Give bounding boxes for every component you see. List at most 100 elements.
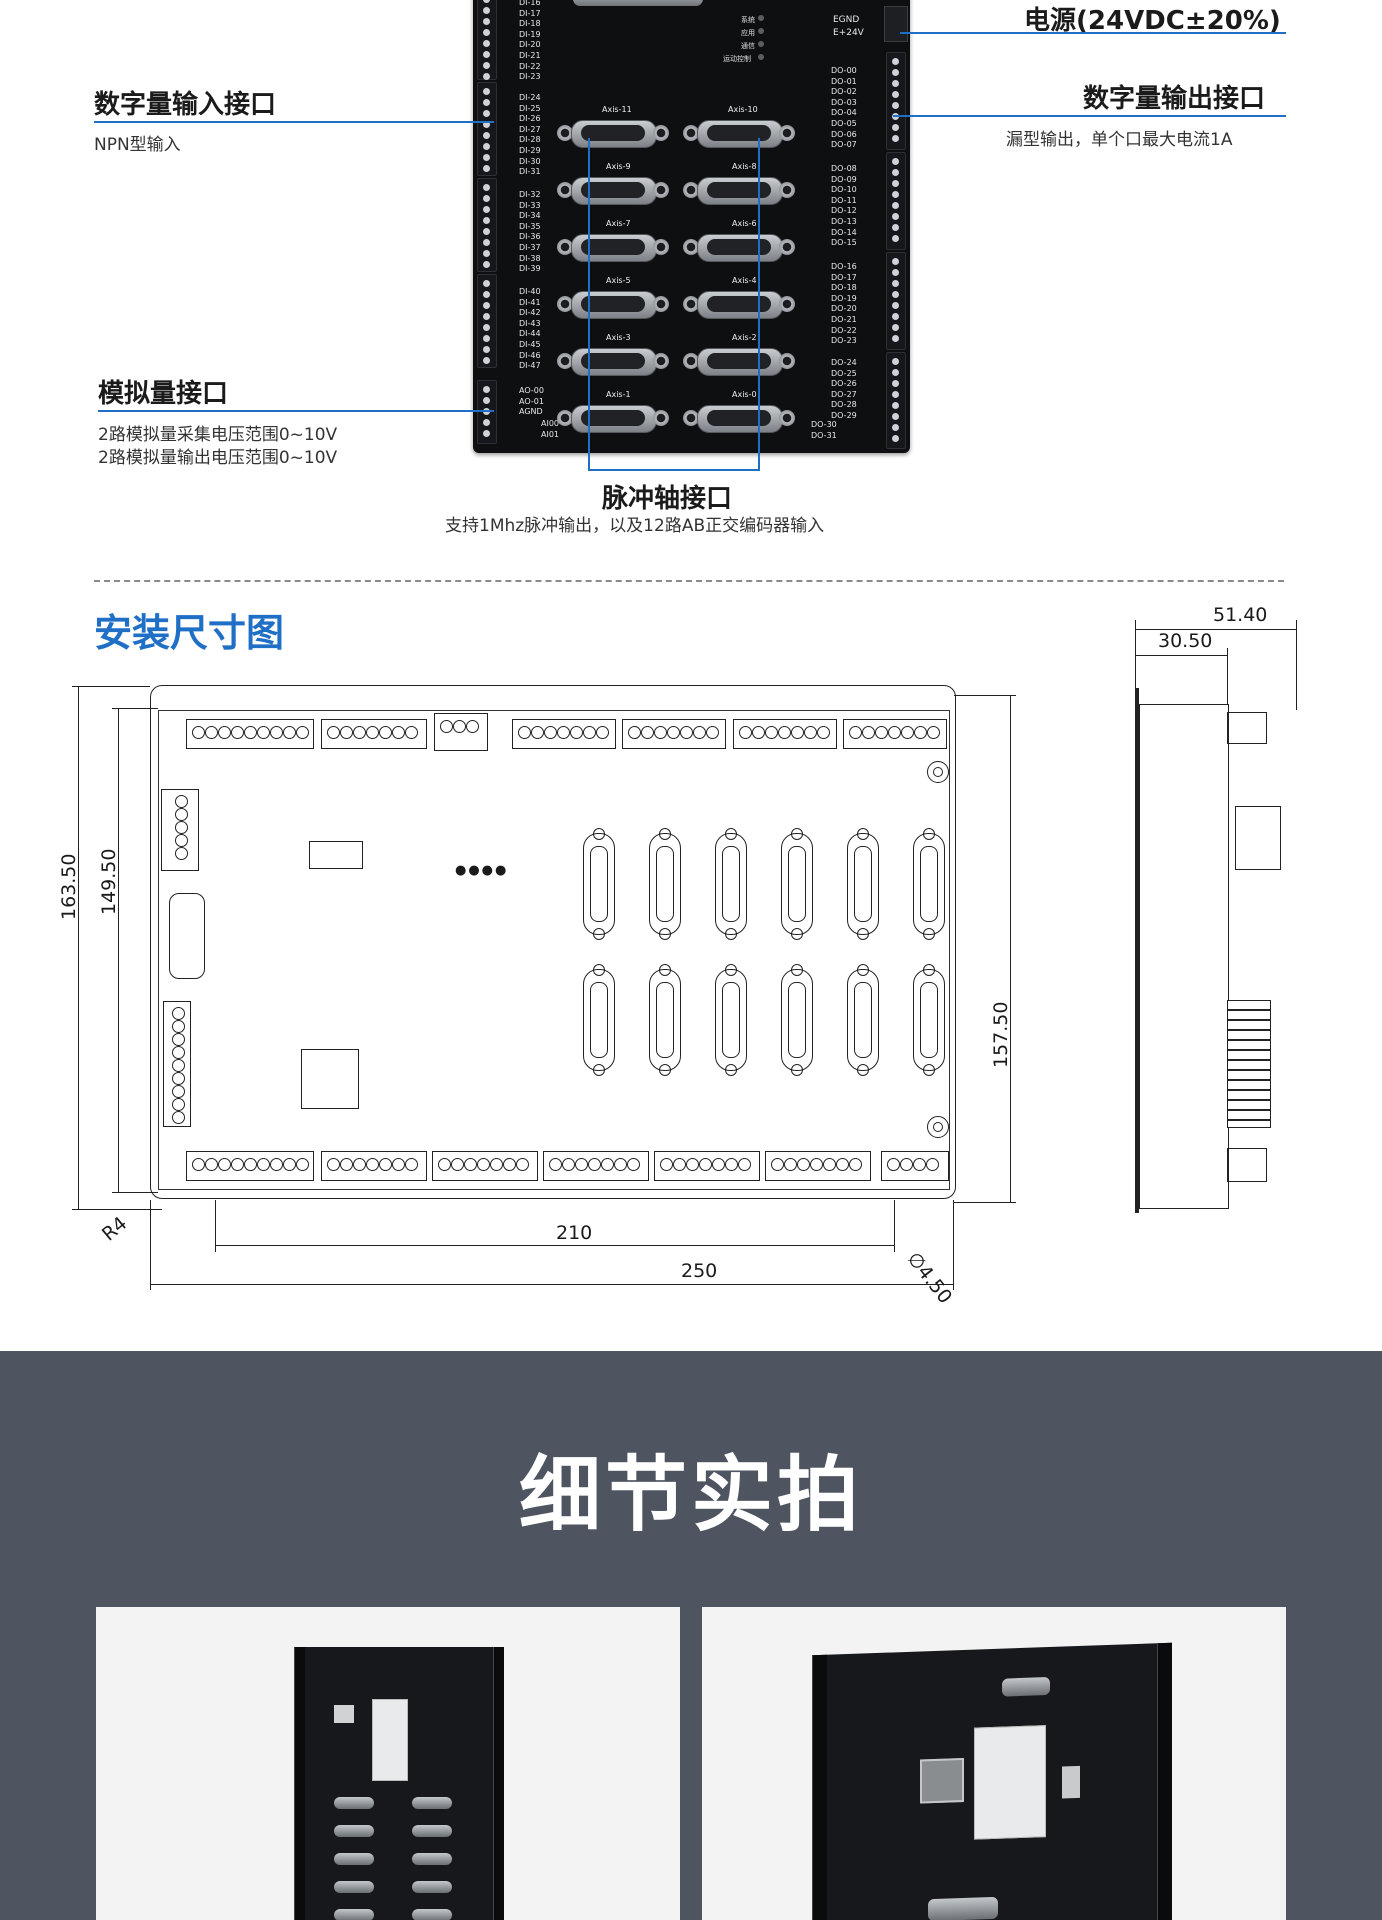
power-callout-title: 电源(24VDC±20%) [1024, 6, 1281, 36]
terminal-screw [171, 1098, 185, 1111]
terminal-pin [892, 169, 899, 176]
do-callout-sub: 漏型输出，单个口最大电流1A [1006, 130, 1233, 150]
terminal-pin [483, 0, 490, 3]
ext-line [112, 1192, 158, 1194]
rs232-port-outline [169, 893, 205, 979]
terminal-pin [892, 258, 899, 265]
terminal-screw [283, 726, 296, 739]
ext-line [954, 695, 1016, 697]
side-power-terminal [1235, 806, 1281, 870]
terminal-pin [892, 135, 899, 142]
terminal-screw [353, 1158, 366, 1171]
axis-label: Axis-10 [728, 105, 758, 114]
power-callout-line [900, 32, 1286, 34]
axis-label: Axis-11 [602, 105, 632, 114]
terminal-screw [174, 808, 188, 821]
terminal-screw [849, 726, 862, 739]
ext-line [72, 686, 150, 688]
axis-label: Axis-2 [732, 333, 757, 342]
terminal-screw [927, 726, 940, 739]
terminal-screw [601, 1158, 614, 1171]
terminal-screw [641, 726, 654, 739]
terminal-screw [686, 1158, 699, 1171]
axis-label: Axis-0 [732, 390, 757, 399]
pulse-callout-sub: 支持1Mhz脉冲输出，以及12路AB正交编码器输入 [445, 516, 825, 536]
dim-line-163 [78, 686, 80, 1210]
terminal-strip [432, 1151, 538, 1181]
ext-line [953, 1200, 955, 1290]
terminal-screw [327, 726, 340, 739]
dim-line-250 [150, 1284, 954, 1286]
dim-line-149 [118, 708, 120, 1193]
terminal-screw [614, 1158, 627, 1171]
photo-board [812, 1642, 1172, 1920]
terminal-pin [483, 40, 490, 47]
db-connector-top [573, 0, 703, 6]
side-plate [1135, 688, 1139, 1213]
terminal-screw [340, 1158, 353, 1171]
axis-connector [557, 177, 669, 205]
di-terminal-block [477, 274, 497, 368]
terminal-screw [171, 1072, 185, 1085]
terminal-screw [900, 1158, 913, 1171]
terminal-pin [483, 206, 490, 213]
terminal-screw [231, 726, 244, 739]
terminal-pin [892, 380, 899, 387]
terminal-screw [477, 1158, 490, 1171]
terminal-screw [296, 726, 309, 739]
axis-connector [683, 405, 795, 433]
dim-width-total: 250 [681, 1260, 718, 1282]
terminal-pin [483, 397, 490, 404]
terminal-screw [849, 1158, 862, 1171]
terminal-screw [257, 726, 270, 739]
terminal-screw [451, 1158, 464, 1171]
terminal-screw [379, 1158, 392, 1171]
led-label-app: 应用 [741, 29, 755, 37]
terminal-screw [296, 1158, 309, 1171]
pulse-axis-bracket [588, 138, 760, 471]
terminal-screw [174, 834, 188, 847]
terminal-pin [892, 180, 899, 187]
terminal-screw [327, 1158, 340, 1171]
terminal-pin [483, 357, 490, 364]
terminal-pin [483, 302, 490, 309]
dim-height-right: 157.50 [990, 1001, 1012, 1068]
terminal-screw [765, 726, 778, 739]
axis-connector [557, 405, 669, 433]
side-connector [1227, 712, 1267, 744]
axis-connector [557, 234, 669, 262]
terminal-screw [797, 1158, 810, 1171]
do-terminal-block [886, 352, 906, 449]
analog-callout-sub1: 2路模拟量采集电压范围0~10V [98, 425, 338, 445]
terminal-pin [483, 165, 490, 172]
terminal-pin [483, 335, 490, 342]
terminal-pin [892, 102, 899, 109]
terminal-screw [778, 726, 791, 739]
terminal-screw [660, 1158, 673, 1171]
ext-line [894, 1200, 896, 1252]
terminal-pin [892, 269, 899, 276]
axis-connector-outline [781, 964, 813, 1076]
terminal-pin [892, 280, 899, 287]
led-label-comm: 通信 [741, 42, 755, 50]
terminal-screw [518, 726, 531, 739]
terminal-screw [174, 821, 188, 834]
led-label-system: 系统 [741, 16, 755, 24]
di-terminal-block [477, 178, 497, 272]
axis-label: Axis-9 [606, 162, 631, 171]
terminal-strip [733, 719, 837, 749]
terminal-screw [171, 1059, 185, 1072]
led-indicator [758, 28, 764, 34]
terminal-screw [174, 847, 188, 860]
axis-connector-outline [913, 964, 945, 1076]
terminal-screw [596, 726, 609, 739]
do-terminal-block [886, 152, 906, 250]
terminal-screw [544, 726, 557, 739]
terminal-screw [654, 726, 667, 739]
terminal-screw [549, 1158, 562, 1171]
terminal-screw [583, 726, 596, 739]
